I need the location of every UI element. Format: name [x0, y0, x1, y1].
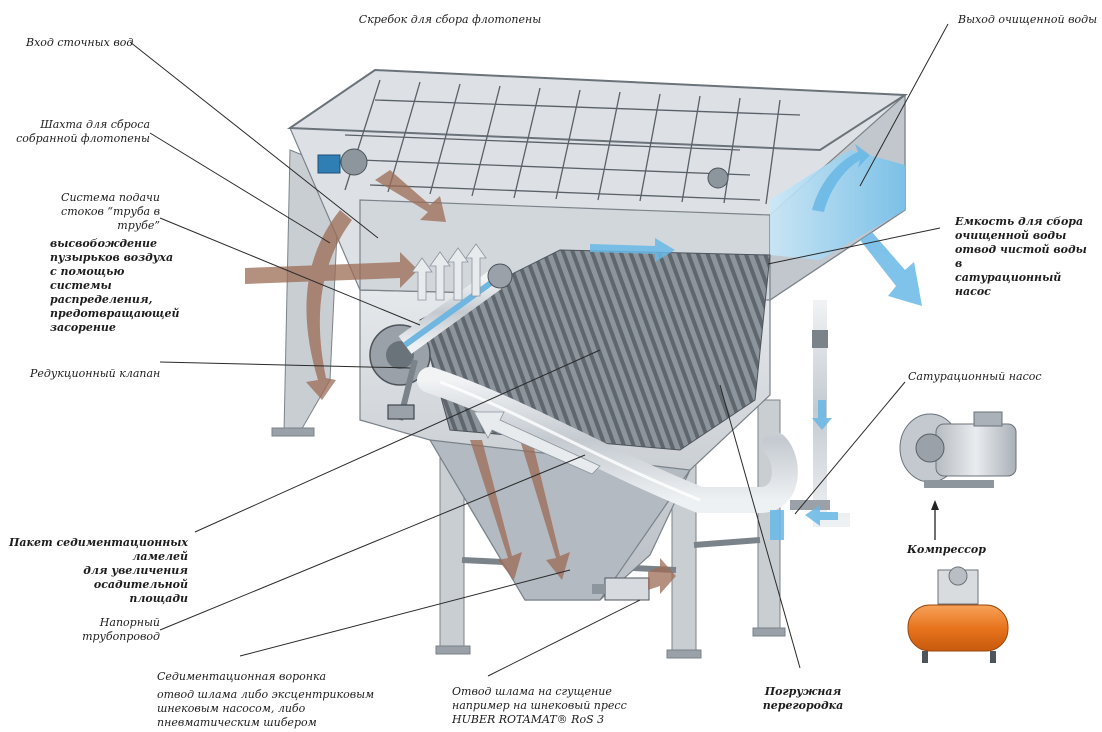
label-lamella-pack: Пакет седиментационных ламелей для увели…	[9, 536, 188, 605]
label-compressor: Компрессор	[907, 543, 986, 556]
scraper-drive	[317, 148, 729, 189]
label-pressure-pipe: Напорный трубопровод	[82, 616, 160, 643]
saturation-pump-icon	[899, 411, 1017, 488]
label-clean-tank: Емкость для сбора очищенной воды отвод ч…	[955, 215, 1087, 298]
label-reduction-valve: Редукционный клапан	[30, 367, 161, 380]
label-clean-water-out: Выход очищенной воды	[958, 13, 1098, 26]
label-bubbles: высвобождение пузырьков воздуха с помощь…	[50, 237, 180, 334]
label-baffle: Погружная перегородка	[762, 685, 844, 712]
reduction-valve	[387, 359, 418, 421]
compressor-icon	[907, 566, 1009, 663]
label-scraper: Скребок для сбора флотопены	[358, 13, 542, 26]
label-shaft: Шахта для сброса собранной флотопены	[16, 118, 150, 145]
flow-arrows	[245, 144, 922, 594]
label-saturation-pump: Сатурационный насос	[908, 370, 1042, 383]
leader-lines	[129, 23, 949, 677]
label-funnel-desc: отвод шлама либо эксцентриковым шнековым…	[157, 688, 375, 729]
tank	[271, 68, 909, 659]
label-funnel-title: Седиментационная воронка	[157, 670, 327, 683]
tank-top-rim	[286, 68, 909, 152]
label-sludge: Отвод шлама на сгущение например на шнек…	[452, 685, 627, 726]
scraper-assembly	[344, 79, 801, 205]
clean-water-tank	[770, 150, 905, 260]
label-inlet: Вход сточных вод	[26, 36, 134, 49]
label-feed-system: Система подачи стоков “труба в трубе”	[61, 191, 160, 232]
